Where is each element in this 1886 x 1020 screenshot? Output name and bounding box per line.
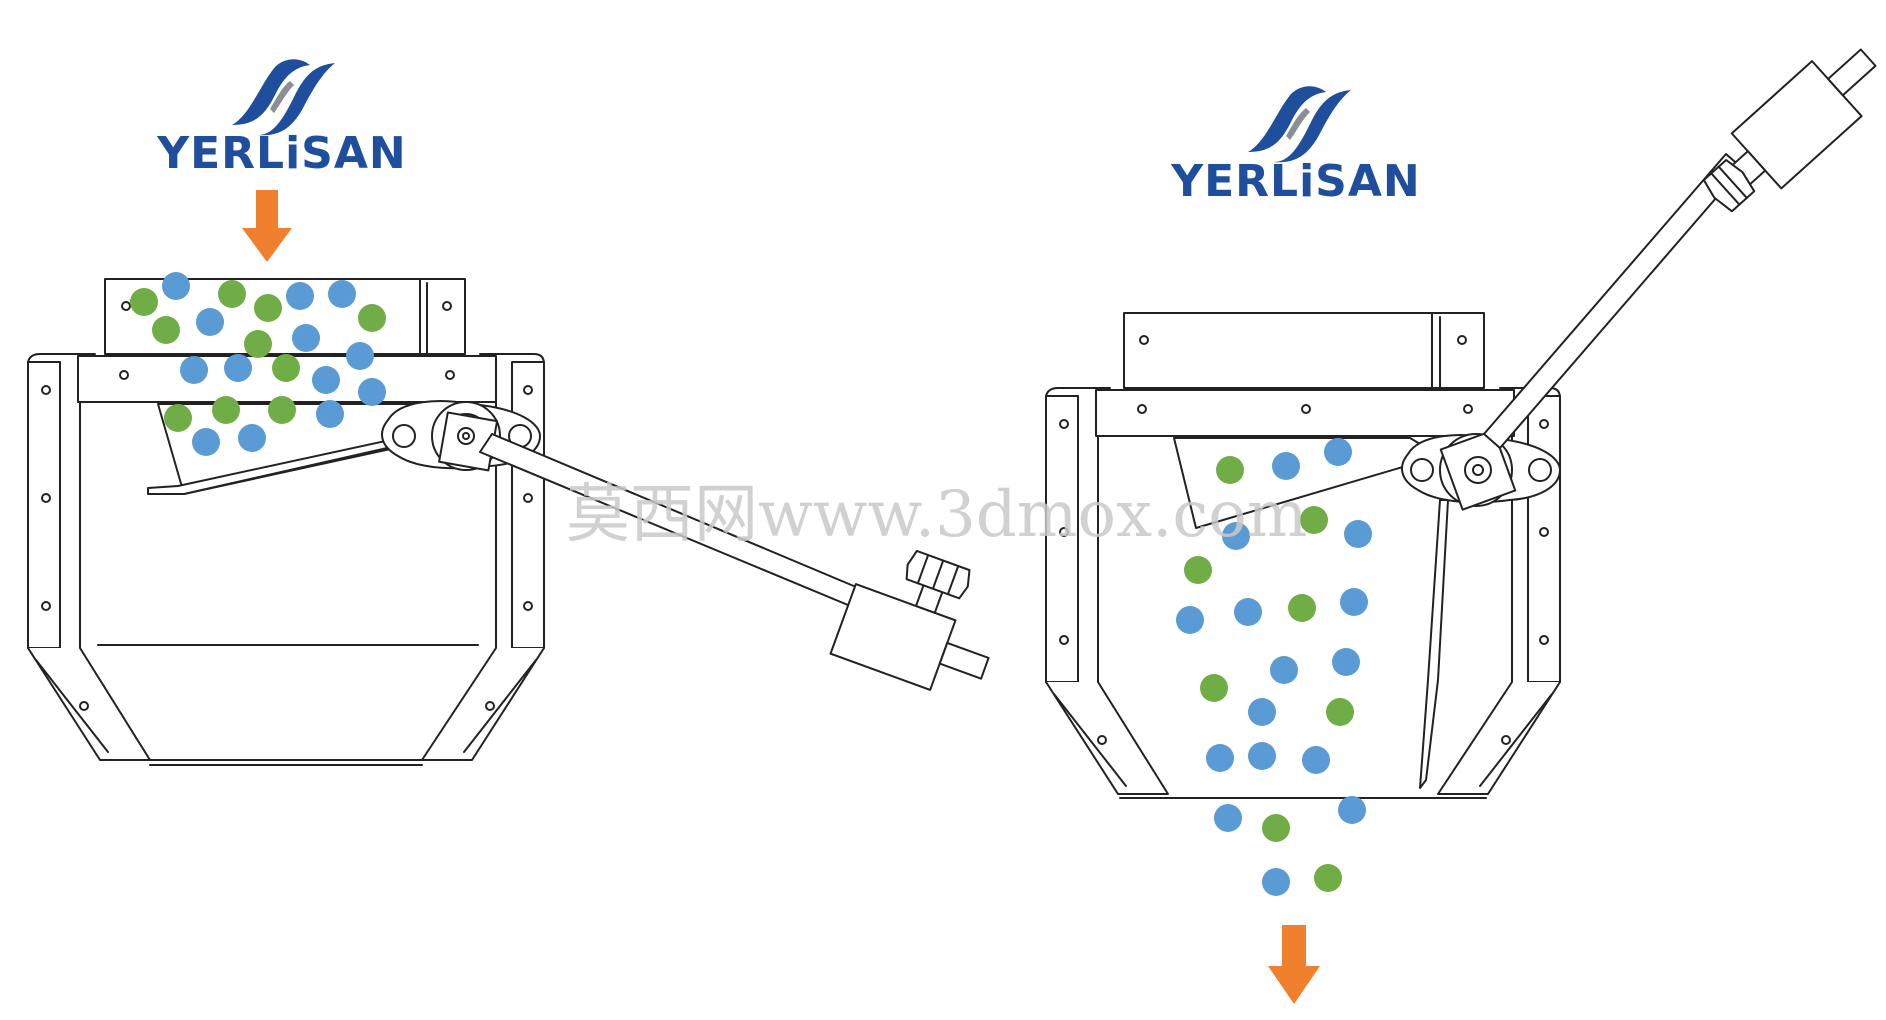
pellet-blue-icon — [1248, 698, 1276, 726]
pellet-green-icon — [1200, 674, 1228, 702]
pellet-green-icon — [1262, 814, 1290, 842]
pellet-blue-icon — [328, 280, 356, 308]
pellet-blue-icon — [1324, 438, 1352, 466]
pellet-green-icon — [1288, 594, 1316, 622]
pellet-blue-icon — [292, 324, 320, 352]
counterweight-arm — [1483, 153, 1743, 449]
watermark-text: 莫西网www.3dmox.com — [566, 478, 1308, 552]
pellet-blue-icon — [1222, 522, 1250, 550]
pellet-green-icon — [268, 396, 296, 424]
pellet-green-icon — [1216, 456, 1244, 484]
pellet-blue-icon — [1270, 656, 1298, 684]
counterweight-icon — [829, 549, 990, 691]
pellet-blue-icon — [180, 356, 208, 384]
pellet-blue-icon — [1338, 796, 1366, 824]
pellet-blue-icon — [162, 272, 190, 300]
hinge-icon — [1401, 429, 1561, 511]
pellet-green-icon — [254, 294, 282, 322]
pellet-green-icon — [272, 354, 300, 382]
pellet-green-icon — [358, 304, 386, 332]
pellet-blue-icon — [238, 424, 266, 452]
pellet-blue-icon — [316, 400, 344, 428]
pellet-blue-icon — [1340, 588, 1368, 616]
pellet-green-icon — [1184, 556, 1212, 584]
frame-right-flange — [1527, 395, 1561, 683]
pellet-blue-icon — [1272, 452, 1300, 480]
pellet-blue-icon — [1344, 520, 1372, 548]
pellet-blue-icon — [1206, 744, 1234, 772]
open-flap — [1419, 499, 1449, 789]
frame-left-flange — [27, 361, 61, 649]
counterweight-icon — [1702, 48, 1877, 213]
inlet-box — [104, 278, 466, 355]
pellet-blue-icon — [1332, 648, 1360, 676]
down-arrow-icon — [242, 190, 292, 262]
brand-logo-icon — [1248, 86, 1351, 163]
pellet-blue-icon — [224, 354, 252, 382]
pellet-green-icon — [1300, 506, 1328, 534]
inlet-box — [1123, 312, 1485, 389]
pellet-green-icon — [244, 330, 272, 358]
pellet-green-icon — [212, 396, 240, 424]
pellet-blue-icon — [1214, 804, 1242, 832]
pellet-blue-icon — [346, 342, 374, 370]
left-panel-closed: YERLiSAN — [27, 59, 990, 766]
pellet-blue-icon — [1302, 746, 1330, 774]
pellet-green-icon — [1326, 698, 1354, 726]
pellet-blue-icon — [1262, 868, 1290, 896]
brand-logo-text: YERLiSAN — [156, 128, 406, 179]
pellet-blue-icon — [286, 282, 314, 310]
right-panel-open: YERLiSAN — [1045, 48, 1877, 1004]
pellet-green-icon — [218, 280, 246, 308]
brand-logo-icon — [232, 59, 335, 136]
down-arrow-icon — [1268, 925, 1320, 1004]
brand-logo-text: YERLiSAN — [1170, 156, 1420, 207]
pellet-blue-icon — [312, 366, 340, 394]
pellet-blue-icon — [1176, 606, 1204, 634]
pellets-layer — [130, 272, 1372, 896]
pellet-green-icon — [1314, 864, 1342, 892]
frame-right-flange — [511, 361, 545, 649]
pellet-green-icon — [130, 288, 158, 316]
pellet-blue-icon — [1234, 598, 1262, 626]
pellet-blue-icon — [358, 378, 386, 406]
top-bar — [1095, 389, 1515, 437]
pellet-blue-icon — [192, 428, 220, 456]
pellet-blue-icon — [1248, 742, 1276, 770]
pellet-green-icon — [164, 404, 192, 432]
pellet-blue-icon — [196, 308, 224, 336]
pellet-green-icon — [152, 316, 180, 344]
